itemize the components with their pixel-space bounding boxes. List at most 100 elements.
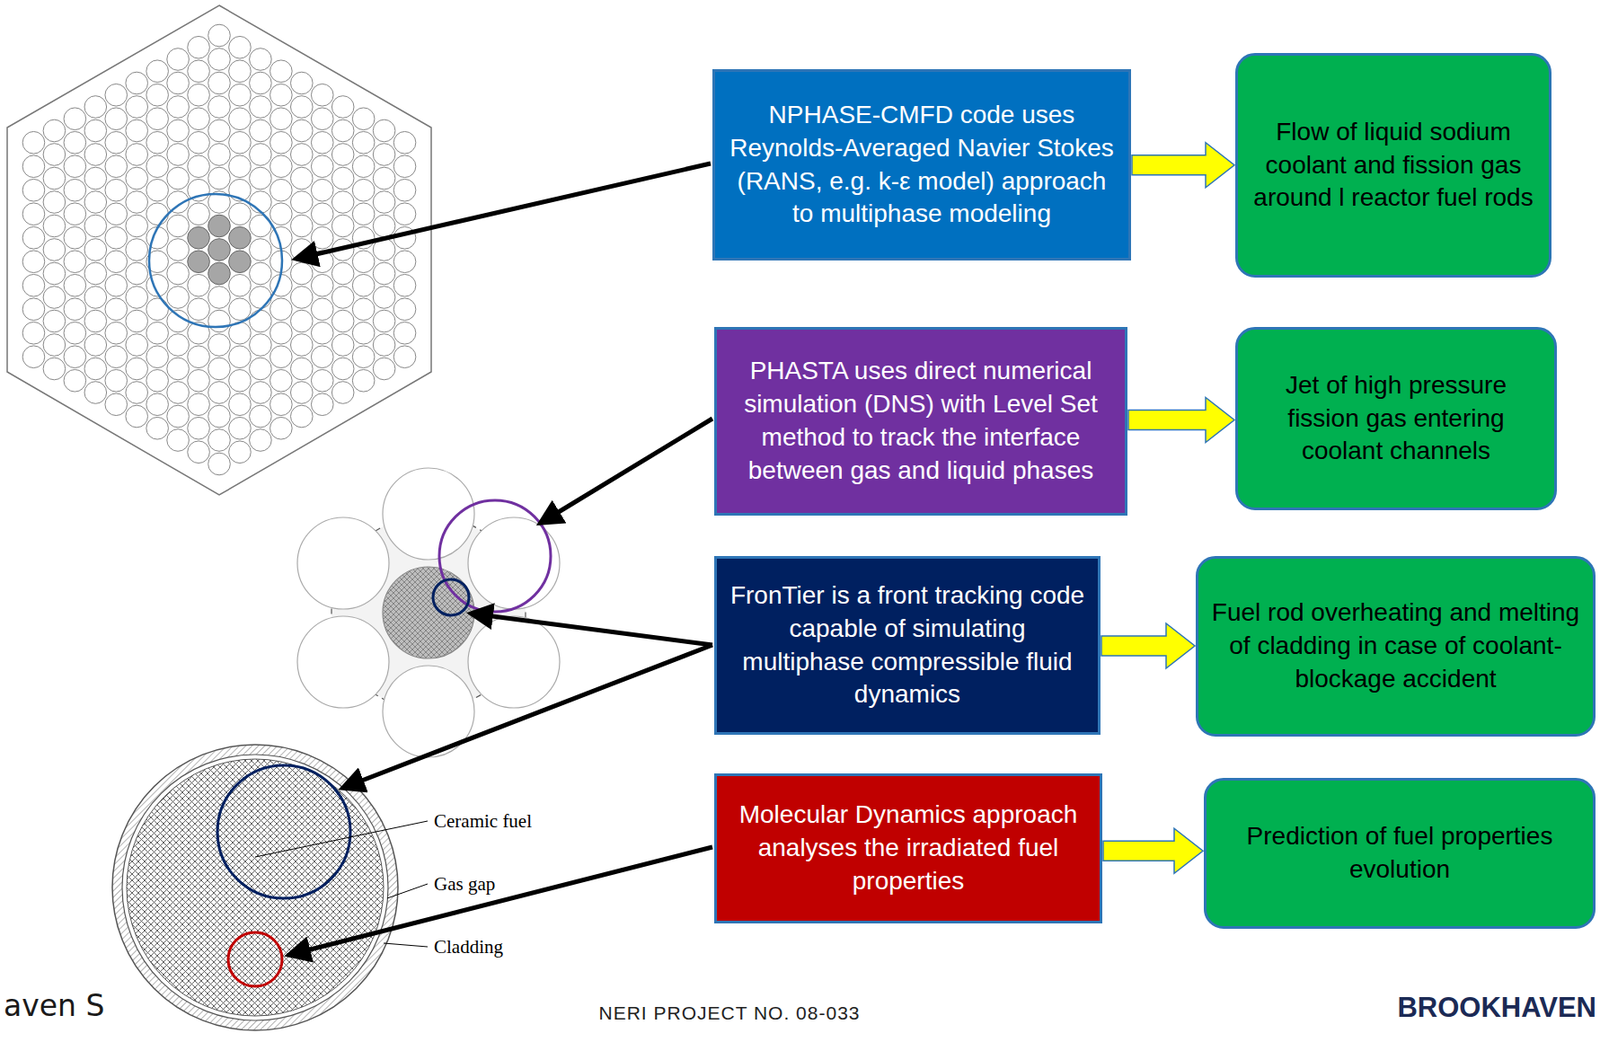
fuel-pin	[125, 119, 149, 142]
fuel-pin	[331, 191, 354, 214]
fuel-pin	[63, 107, 87, 131]
fuel-pin	[208, 334, 231, 357]
fuel-pin	[84, 143, 107, 167]
fuel-pin	[290, 119, 313, 142]
fuel-pin	[43, 119, 66, 142]
fuel-pin	[249, 167, 273, 190]
fuel-pin	[331, 262, 354, 285]
fuel-pin	[290, 191, 313, 214]
fuel-pin	[105, 178, 128, 202]
fuel-pin	[105, 393, 128, 416]
fuel-pin	[84, 309, 107, 333]
fuel-pin	[22, 274, 45, 297]
fuel-pin	[331, 334, 354, 357]
fuel-pin	[167, 286, 190, 310]
fuel-pin	[352, 321, 375, 345]
fuel-pin	[43, 286, 66, 310]
fuel-pin	[372, 143, 396, 167]
fuel-pin	[249, 143, 273, 167]
fuel-pin	[84, 214, 107, 238]
fuel-pin	[229, 203, 252, 226]
fuel-pin	[331, 143, 354, 167]
fuel-pin	[249, 238, 273, 262]
fuel-pin	[187, 416, 211, 440]
fuel-pin	[105, 155, 128, 178]
fuel-pin	[310, 393, 334, 416]
fuel-pin	[310, 274, 334, 297]
fuel-pin	[105, 298, 128, 321]
fuel-pin	[167, 429, 190, 452]
fuel-pin	[167, 381, 190, 405]
fuel-pin	[208, 262, 231, 285]
fuel-pin	[270, 416, 293, 440]
fuel-pin	[43, 262, 66, 285]
fuel-pin	[208, 357, 231, 381]
fuel-pin	[352, 250, 375, 274]
fuel-pin	[22, 345, 45, 369]
fuel-pin	[372, 214, 396, 238]
fuel-pin	[208, 96, 231, 119]
fuel-pin	[63, 298, 87, 321]
fuel-pin	[187, 203, 211, 226]
fuel-pin	[43, 357, 66, 381]
fuel-pin	[249, 71, 273, 95]
fuel-pin	[167, 167, 190, 190]
fuel-pin	[393, 178, 416, 202]
fuel-pin	[125, 405, 149, 428]
fuel-pin	[310, 203, 334, 226]
fuel-pin	[290, 167, 313, 190]
code-box: PHASTA uses direct numerical simulation …	[714, 327, 1128, 516]
fuel-pin	[393, 321, 416, 345]
fuel-pin	[229, 393, 252, 416]
fuel-pin	[310, 226, 334, 249]
fuel-pin	[290, 262, 313, 285]
fuel-pin	[393, 345, 416, 369]
fuel-pin	[187, 35, 211, 59]
fuel-pin	[372, 119, 396, 142]
fuel-pin	[310, 298, 334, 321]
fuel-pin	[249, 96, 273, 119]
fuel-pin	[167, 71, 190, 95]
fuel-pin	[22, 226, 45, 249]
fuel-pin	[310, 178, 334, 202]
fuel-pin	[125, 143, 149, 167]
fuel-pin	[270, 107, 293, 131]
box-text: Jet of high pressure fission gas enterin…	[1250, 369, 1542, 469]
fuel-pin	[331, 309, 354, 333]
fuel-pin	[208, 309, 231, 333]
fuel-pin	[229, 226, 252, 249]
fuel-pin	[208, 381, 231, 405]
fuel-pin	[84, 262, 107, 285]
fuel-pin	[290, 96, 313, 119]
box-text: NPHASE-CMFD code uses Reynolds-Averaged …	[727, 98, 1116, 232]
fuel-pin	[187, 83, 211, 107]
fuel-pin	[167, 309, 190, 333]
fuel-pin	[63, 155, 87, 178]
fuel-pin	[84, 96, 107, 119]
fuel-pin	[187, 60, 211, 83]
fuel-pin	[63, 321, 87, 345]
fuel-pin	[63, 178, 87, 202]
fuel-pin	[290, 334, 313, 357]
fuel-pin	[249, 309, 273, 333]
fuel-pin	[187, 131, 211, 154]
fuel-pin	[331, 286, 354, 310]
fuel-pin	[43, 143, 66, 167]
fuel-pin	[310, 369, 334, 392]
fuel-pin	[105, 203, 128, 226]
fuel-pin	[63, 250, 87, 274]
fuel-pin	[229, 107, 252, 131]
fuel-pin	[352, 274, 375, 297]
leader-arrows	[289, 163, 713, 955]
fuel-pin	[146, 131, 169, 154]
fuel-pin	[208, 167, 231, 190]
fuel-pin	[125, 357, 149, 381]
fuel-pin	[105, 345, 128, 369]
fuel-pin	[270, 393, 293, 416]
fuel-pin	[270, 321, 293, 345]
fuel-pin	[105, 369, 128, 392]
fuel-pin	[290, 286, 313, 310]
fuel-pin	[249, 119, 273, 142]
fuel-pin	[187, 155, 211, 178]
fuel-pin	[167, 238, 190, 262]
